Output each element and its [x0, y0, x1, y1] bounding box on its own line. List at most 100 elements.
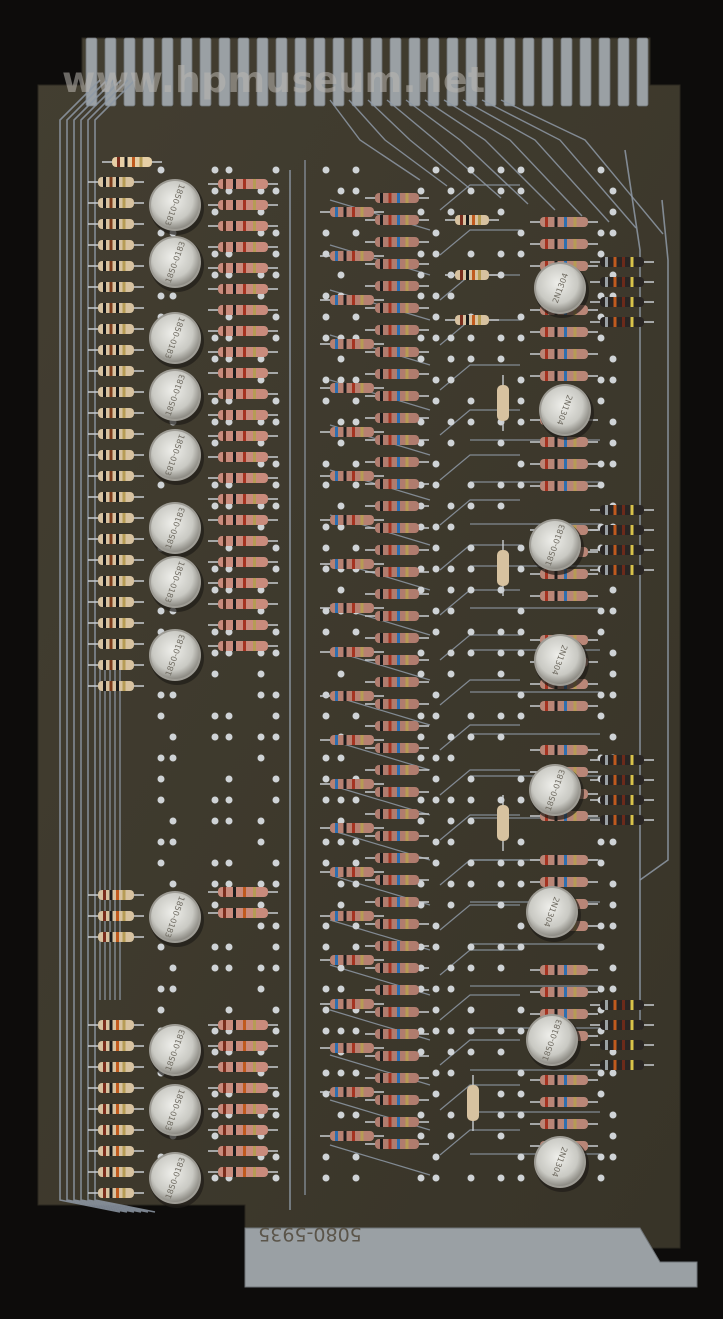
solder-pad: [211, 712, 219, 720]
solder-pad: [211, 1090, 219, 1098]
solder-pad: [497, 628, 505, 636]
resistor: [320, 427, 384, 437]
solder-pad: [432, 544, 440, 552]
solder-pad: [337, 439, 345, 447]
solder-pad: [517, 859, 525, 867]
solder-pad: [322, 859, 330, 867]
trace: [405, 99, 529, 205]
solder-pad: [352, 943, 360, 951]
edge-contact-finger: [484, 37, 497, 107]
resistor: [590, 795, 654, 805]
resistor: [320, 559, 384, 569]
solder-pad: [157, 1006, 165, 1014]
resistor: [530, 327, 598, 337]
trace: [439, 769, 520, 796]
solder-pad: [497, 670, 505, 678]
solder-pad: [447, 1132, 455, 1140]
solder-pad: [157, 775, 165, 783]
solder-pad: [497, 502, 505, 510]
solder-pad: [597, 607, 605, 615]
resistor: [497, 540, 509, 596]
resistor: [320, 295, 384, 305]
trace: [500, 99, 664, 235]
resistor: [208, 641, 278, 651]
resistor: [530, 1119, 598, 1129]
solder-pad: [211, 670, 219, 678]
solder-pad: [417, 565, 425, 573]
solder-pad: [517, 922, 525, 930]
resistor: [590, 505, 654, 515]
resistor: [365, 919, 429, 929]
solder-pad: [272, 880, 280, 888]
solder-pad: [322, 460, 330, 468]
solder-pad: [322, 292, 330, 300]
solder-pad: [597, 691, 605, 699]
solder-pad: [497, 859, 505, 867]
solder-pad: [352, 187, 360, 195]
resistor: [590, 297, 654, 307]
solder-pad: [497, 166, 505, 174]
resistor: [365, 831, 429, 841]
resistor: [530, 1097, 598, 1107]
solder-pad: [417, 754, 425, 762]
solder-pad: [169, 817, 177, 825]
resistor: [88, 219, 144, 229]
resistor: [208, 1020, 278, 1030]
solder-pad: [467, 544, 475, 552]
solder-pad: [225, 943, 233, 951]
resistor: [365, 237, 429, 247]
solder-pad: [609, 460, 617, 468]
solder-pad: [597, 166, 605, 174]
solder-pad: [352, 1174, 360, 1182]
solder-pad: [257, 754, 265, 762]
resistor: [88, 240, 144, 250]
transistor-can: 2N1304: [526, 886, 581, 942]
solder-pad: [432, 250, 440, 258]
solder-pad: [609, 418, 617, 426]
solder-pad: [257, 901, 265, 909]
solder-pad: [432, 334, 440, 342]
solder-pad: [169, 733, 177, 741]
solder-pad: [272, 796, 280, 804]
trace: [439, 499, 520, 526]
solder-pad: [417, 1174, 425, 1182]
solder-pad: [157, 292, 165, 300]
solder-pad: [157, 607, 165, 615]
solder-pad: [497, 271, 505, 279]
resistor: [88, 492, 144, 502]
solder-pad: [352, 544, 360, 552]
solder-pad: [447, 754, 455, 762]
resistor: [365, 1051, 429, 1061]
resistor: [208, 1062, 278, 1072]
solder-pad: [322, 1069, 330, 1077]
resistor: [88, 555, 144, 565]
resistor: [320, 471, 384, 481]
resistor: [320, 207, 384, 217]
resistor: [590, 277, 654, 287]
solder-pad: [497, 733, 505, 741]
solder-pad: [225, 481, 233, 489]
edge-contact-finger: [636, 37, 649, 107]
trace: [439, 1084, 520, 1111]
solder-pad: [447, 586, 455, 594]
solder-pad: [352, 838, 360, 846]
solder-pad: [467, 502, 475, 510]
solder-pad: [257, 985, 265, 993]
resistor: [365, 435, 429, 445]
resistor: [208, 1167, 278, 1177]
resistor: [208, 557, 278, 567]
solder-pad: [467, 817, 475, 825]
solder-pad: [169, 964, 177, 972]
solder-pad: [352, 1153, 360, 1161]
solder-pad: [211, 628, 219, 636]
solder-pad: [225, 1006, 233, 1014]
resistor: [88, 324, 144, 334]
trace: [94, 79, 156, 1213]
edge-contact-finger: [465, 37, 478, 107]
resistor: [590, 257, 654, 267]
trace: [481, 99, 637, 229]
solder-pad: [272, 1153, 280, 1161]
solder-pad: [225, 628, 233, 636]
resistor: [208, 242, 278, 252]
transistor-can: 1850-0183: [149, 369, 204, 425]
